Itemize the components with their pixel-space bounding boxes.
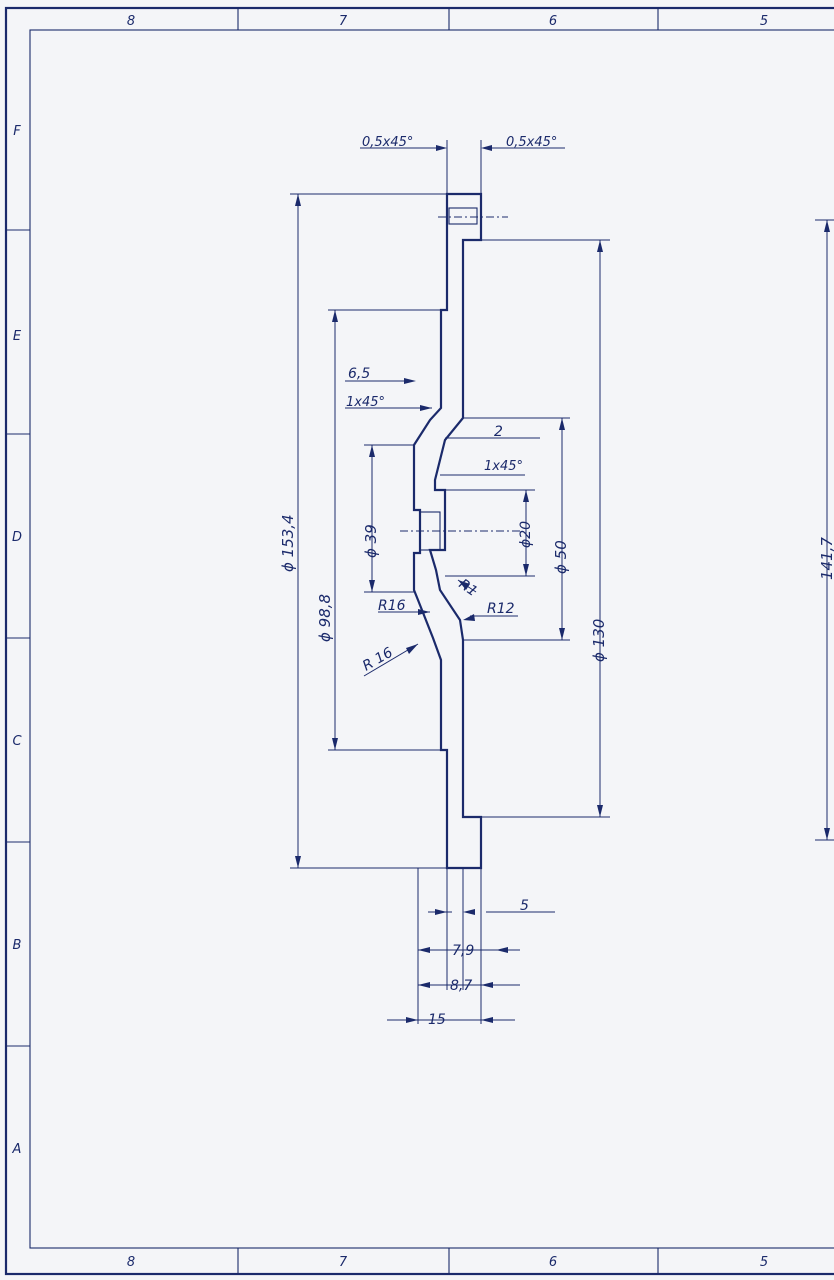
dim-chamfer-1x45-upper: 1x45°: [346, 395, 385, 410]
dim-width-15: 15: [428, 1012, 446, 1028]
dim-diameter-98-8: ϕ 98,8: [316, 594, 334, 642]
drawing-frame: [4, 6, 834, 1276]
row-label-c: C: [12, 734, 22, 749]
row-label-a: A: [12, 1142, 22, 1157]
dim-chamfer-1x45-lower: 1x45°: [484, 459, 523, 474]
dim-diameter-153-4: ϕ 153,4: [279, 514, 297, 572]
column-label-bottom-6: 6: [549, 1255, 557, 1270]
column-label-top-8: 8: [127, 14, 135, 29]
dim-offset-2: 2: [494, 424, 503, 440]
column-label-bottom-8: 8: [127, 1255, 135, 1270]
row-label-b: B: [13, 938, 22, 953]
column-label-bottom-5: 5: [760, 1255, 768, 1270]
dim-length-141-7: 141,7: [818, 537, 834, 580]
dim-chamfer-right: 0,5x45°: [506, 135, 557, 150]
dim-width-5: 5: [520, 898, 529, 914]
part-top-hole: [448, 207, 478, 225]
column-label-bottom-7: 7: [339, 1255, 348, 1270]
dim-radius-r16-lower: R 16: [360, 645, 396, 675]
dim-diameter-50: ϕ 50: [552, 540, 570, 574]
dim-chamfer-left: 0,5x45°: [362, 135, 413, 150]
dim-diameter-20: ϕ20: [518, 521, 534, 548]
row-label-d: D: [12, 530, 22, 545]
row-label-f: F: [13, 124, 21, 139]
dimension-lines: [290, 140, 834, 1024]
dim-radius-r12: R12: [487, 601, 515, 617]
column-label-top-6: 6: [549, 14, 557, 29]
dimension-arrowheads: [295, 145, 830, 1023]
dim-diameter-130: ϕ 130: [590, 619, 608, 662]
dim-radius-r1: R1: [456, 576, 480, 600]
dim-diameter-39: ϕ 39: [362, 524, 380, 558]
dim-width-7-9: 7,9: [452, 943, 474, 959]
row-label-e: E: [13, 329, 22, 344]
dim-radius-r16-upper: R16: [378, 598, 406, 614]
dim-width-8-7: 8,7: [450, 978, 472, 994]
dim-width-6-5: 6,5: [348, 366, 370, 382]
column-label-top-5: 5: [760, 14, 768, 29]
column-label-top-7: 7: [339, 14, 348, 29]
